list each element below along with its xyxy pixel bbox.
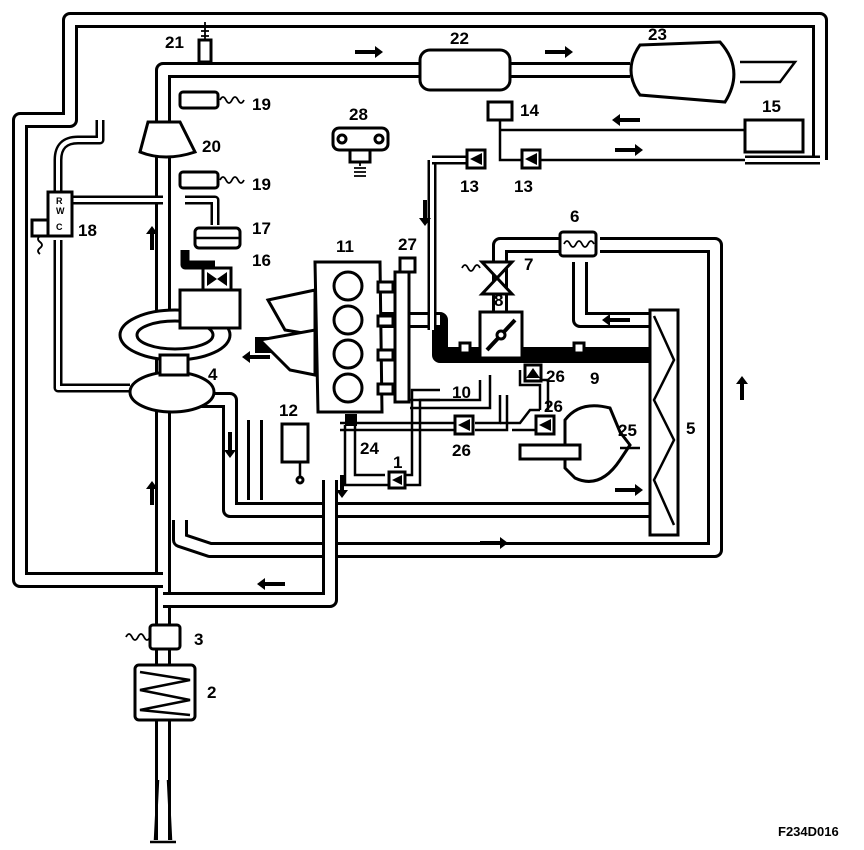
label-19b: 19 [252,175,271,194]
fuel-pump-unit [280,422,310,485]
label-26b: 26 [546,367,565,386]
check-valve-26b [523,363,543,383]
idle-air-valve [461,260,516,296]
sensor-24 [345,414,357,426]
control-unit-14 [486,100,514,122]
intercooler [648,308,680,537]
label-2: 2 [207,683,216,702]
engine-block [256,260,411,414]
pressure-sensor-upper [178,90,245,110]
label-5: 5 [686,419,695,438]
evap-canister [743,118,805,154]
flow-arrows [146,46,748,590]
intake-temp-sensor [197,22,213,64]
label-14: 14 [520,101,539,120]
sensor-9 [572,341,586,363]
label-4: 4 [208,365,218,384]
sensor-10 [458,341,472,363]
label-9: 9 [590,369,599,388]
valve18-port-r: R [56,196,63,206]
label-13a: 13 [460,177,479,196]
valve-6 [558,230,598,258]
label-3: 3 [194,630,203,649]
label-12: 12 [279,401,298,420]
label-26c: 26 [544,397,563,416]
label-10: 10 [452,383,471,402]
label-27: 27 [398,235,417,254]
label-13b: 13 [514,177,533,196]
label-1: 1 [393,453,402,472]
label-7: 7 [524,255,533,274]
label-22: 22 [450,29,469,48]
label-20: 20 [202,137,221,156]
label-8: 8 [494,291,503,310]
fuel-pressure-regulator [398,256,417,274]
label-16: 16 [252,251,271,270]
check-valve-13b [520,148,542,170]
check-valve-26a [453,414,475,436]
air-mass-meter [125,623,182,651]
map-sensor [331,126,390,177]
figure-code: F234D016 [778,824,839,839]
valve18-port-c: C [56,222,63,232]
label-15: 15 [762,97,781,116]
callout-labels: 1 2 3 4 5 6 7 8 9 10 11 12 13 13 14 15 1… [56,25,839,839]
label-21: 21 [165,33,184,52]
label-23: 23 [648,25,667,44]
charge-air-cone [138,120,198,159]
check-valve-13a [465,148,487,170]
check-valve-26c [534,414,556,436]
label-28: 28 [349,105,368,124]
air-filter [133,663,197,722]
label-17: 17 [252,219,271,238]
boost-solenoid-valve [30,190,74,255]
exhaust-silencer [418,48,512,92]
valve18-port-w: W [56,206,65,216]
check-valve-1 [387,470,407,490]
rear-silencer [629,40,736,104]
label-6: 6 [570,207,579,226]
label-19a: 19 [252,95,271,114]
label-26a: 26 [452,441,471,460]
pressure-sensor-lower [178,170,245,190]
label-11: 11 [336,237,354,256]
wastegate [178,266,242,330]
throttle-body [478,310,524,360]
label-25: 25 [618,421,637,440]
wastegate-actuator [193,226,242,250]
label-18: 18 [78,221,97,240]
brake-servo [518,404,640,483]
label-24: 24 [360,439,379,458]
